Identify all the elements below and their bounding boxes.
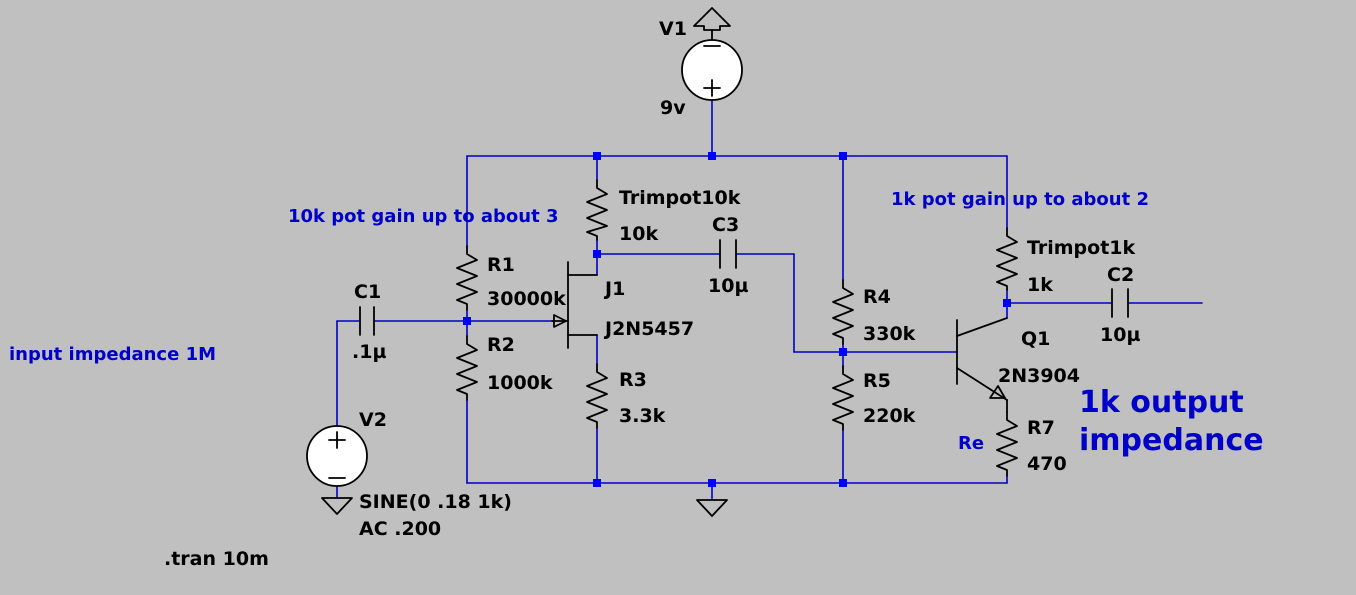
c2-value: 10µ [1100,324,1140,346]
r1-resistor[interactable] [456,245,478,311]
spice-directive: .tran 10m [164,548,269,570]
comment-input-impedance: input impedance 1M [9,344,216,365]
r5-value: 220k [863,405,916,427]
comment-output-impedance-line1: 1k output [1079,385,1244,420]
c3-capacitor[interactable] [719,239,737,269]
trimpot1k-ref: Trimpot1k [1027,237,1136,259]
comments: 10k pot gain up to about 3 1k pot gain u… [9,189,1264,458]
comment-output-impedance-line2: impedance [1079,423,1264,458]
comment-gain-1k: 1k pot gain up to about 2 [891,189,1149,210]
node-collector [1003,299,1011,307]
node-drain [593,250,601,258]
trimpot1k-value: 1k [1027,274,1053,296]
v2-ref: V2 [359,409,387,431]
wires [336,99,1203,501]
r3-resistor[interactable] [586,363,608,429]
r5-ref: R5 [863,370,891,392]
c3-value: 10µ [708,275,748,297]
node-top-v1 [708,152,716,160]
r7-value: 470 [1027,453,1067,475]
r2-value: 1000k [487,372,553,394]
node-gate [463,317,471,325]
r2-ref: R2 [487,334,515,356]
trimpot10k-ref: Trimpot10k [619,187,741,209]
node-bottom-r5 [839,479,847,487]
v2-voltage-source[interactable] [306,425,368,487]
r5-resistor[interactable] [832,365,854,431]
v2-value-line2: AC .200 [359,518,441,540]
j1-value: J2N5457 [603,318,694,340]
node-bottom-r3 [593,479,601,487]
r4-ref: R4 [863,286,891,308]
trimpot10k-resistor[interactable] [586,179,608,241]
r7-resistor[interactable] [996,411,1018,477]
v1-ref: V1 [659,18,687,40]
voltage-source-icon [306,425,368,487]
j1-jfet[interactable] [551,261,598,349]
r7-ref: R7 [1027,417,1055,439]
junction-nodes [463,152,1011,487]
comment-gain-10k: 10k pot gain up to about 3 [288,206,559,227]
r1-ref: R1 [487,254,515,276]
v1-voltage-source[interactable] [681,7,743,101]
c1-value: .1µ [352,341,386,363]
voltage-source-icon [681,39,743,101]
node-bottom-ground [708,479,716,487]
c2-capacitor[interactable] [1111,288,1129,318]
node-top-r4 [839,152,847,160]
c3-ref: C3 [712,214,739,236]
ground-icon [696,499,728,517]
r3-ref: R3 [619,369,647,391]
r4-resistor[interactable] [832,279,854,345]
q1-value: 2N3904 [998,365,1080,387]
supply-arrow-icon [693,7,731,31]
emitter-arrow-icon [989,385,1006,399]
trimpot10k-value: 10k [619,223,658,245]
comment-re: Re [958,433,984,454]
q1-ref: Q1 [1021,328,1050,350]
ground-icon [321,497,353,515]
c1-capacitor[interactable] [359,306,375,336]
v2-value-line1: SINE(0 .18 1k) [359,491,512,513]
r3-value: 3.3k [619,405,666,427]
r4-value: 330k [863,323,916,345]
r1-value: 30000k [487,288,566,310]
j1-ref: J1 [603,278,625,300]
node-base [839,348,847,356]
c1-ref: C1 [354,281,381,303]
q1-bjt[interactable] [956,317,1008,413]
r2-resistor[interactable] [456,335,478,401]
v1-value: 9v [660,97,686,119]
trimpot1k-resistor[interactable] [996,227,1018,291]
node-top-trimpot10k [593,152,601,160]
gate-arrow-icon [553,314,567,328]
component-labels: V1 9v V2 SINE(0 .18 1k) AC .200 C1 .1µ R… [352,18,1140,540]
c2-ref: C2 [1107,264,1134,286]
